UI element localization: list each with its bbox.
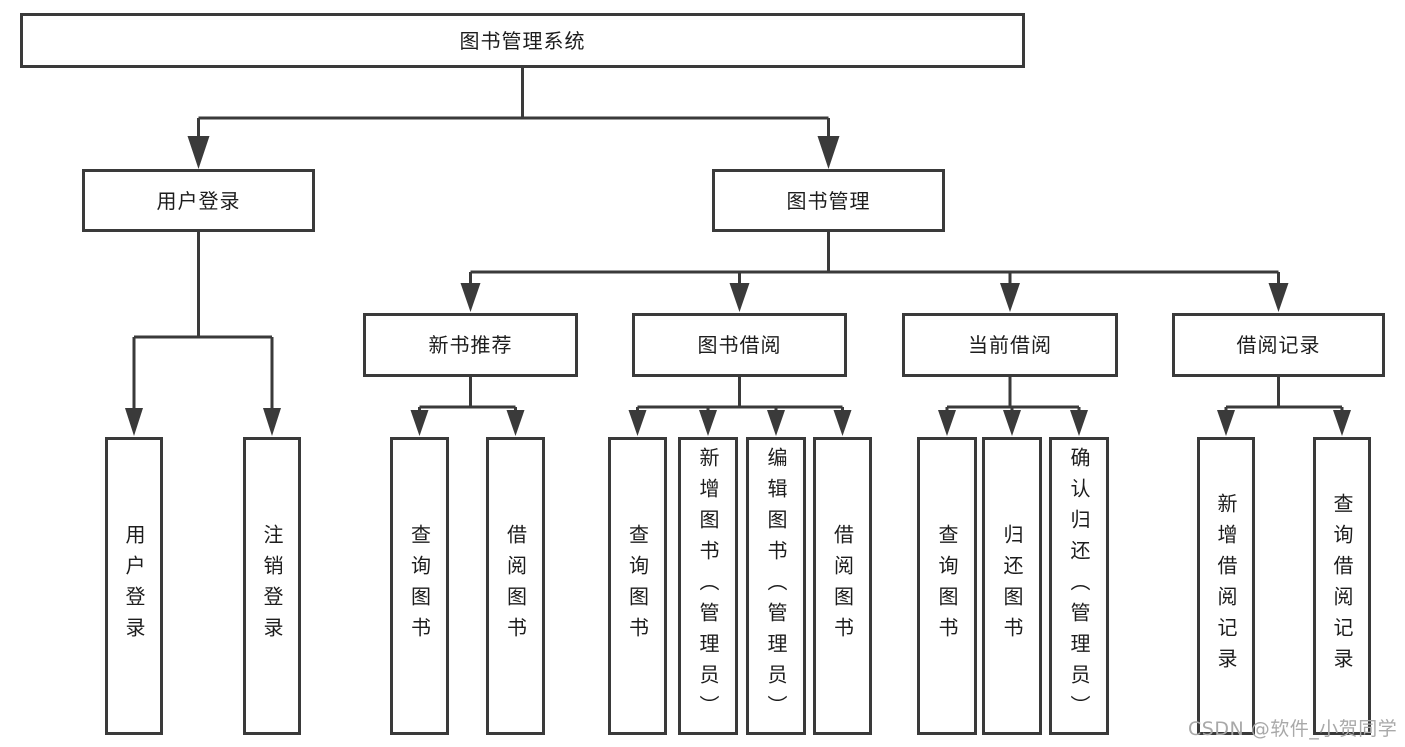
- leaf-br-add-record: 新增借阅记录: [1197, 437, 1255, 735]
- node-root: 图书管理系统: [20, 13, 1025, 68]
- leaf-br-query-record: 查询借阅记录: [1313, 437, 1371, 735]
- leaf-bb-edit-book-admin: 编辑图书（管理员）: [746, 437, 806, 735]
- leaf-rec-borrow-book-label: 借阅图书: [503, 524, 528, 648]
- node-current-borrow: 当前借阅: [902, 313, 1118, 377]
- leaf-login-user-label: 用户登录: [122, 524, 146, 648]
- arrow-icon: [699, 410, 717, 436]
- arrow-icon: [833, 410, 852, 436]
- arrow-icon: [1333, 410, 1351, 436]
- node-borrow-records-label: 借阅记录: [1236, 333, 1321, 357]
- arrow-icon: [1000, 283, 1020, 312]
- arrow-icon: [628, 410, 647, 436]
- node-new-book-recommend-label: 新书推荐: [428, 333, 513, 357]
- arrow-icon: [729, 283, 750, 312]
- arrow-icon: [1217, 410, 1235, 436]
- leaf-bb-edit-book-admin-label: 编辑图书（管理员）: [764, 446, 788, 726]
- leaf-cb-query-book: 查询图书: [917, 437, 977, 735]
- arrow-icon: [938, 410, 956, 436]
- leaf-cb-return-book-label: 归还图书: [1000, 524, 1024, 648]
- leaf-bb-query-book-label: 查询图书: [625, 524, 650, 648]
- node-book-borrow: 图书借阅: [632, 313, 847, 377]
- edge-root-to-level2: [197, 68, 830, 140]
- leaf-bb-borrow-book: 借阅图书: [813, 437, 872, 735]
- arrow-icon: [1268, 283, 1289, 312]
- edge-currentborrow-to-leaves: [945, 377, 1081, 415]
- leaf-br-query-record-label: 查询借阅记录: [1330, 493, 1354, 679]
- leaf-cb-return-book: 归还图书: [982, 437, 1042, 735]
- leaf-rec-borrow-book: 借阅图书: [486, 437, 545, 735]
- leaf-logout: 注销登录: [243, 437, 301, 735]
- node-user-login-label: 用户登录: [156, 188, 241, 213]
- arrow-icon: [767, 410, 785, 436]
- leaf-bb-add-book-admin-label: 新增图书（管理员）: [696, 446, 720, 726]
- edge-userlogin-to-leaves: [132, 232, 274, 412]
- leaf-bb-query-book: 查询图书: [608, 437, 667, 735]
- node-new-book-recommend: 新书推荐: [363, 313, 578, 377]
- node-borrow-records: 借阅记录: [1172, 313, 1385, 377]
- leaf-bb-borrow-book-label: 借阅图书: [830, 524, 855, 648]
- node-book-management: 图书管理: [712, 169, 945, 232]
- edge-bookmgmt-to-level3: [469, 232, 1280, 286]
- leaf-cb-confirm-return-admin-label: 确认归还（管理员）: [1067, 446, 1091, 726]
- edge-borrowrecords-to-leaves: [1224, 377, 1344, 415]
- leaf-cb-confirm-return-admin: 确认归还（管理员）: [1049, 437, 1109, 735]
- node-root-label: 图书管理系统: [459, 28, 586, 53]
- csdn-watermark: CSDN @软件_小贺同学: [1188, 718, 1398, 740]
- arrow-icon: [125, 408, 143, 436]
- arrow-icon: [410, 410, 429, 436]
- leaf-logout-label: 注销登录: [260, 524, 284, 648]
- arrow-icon: [187, 136, 210, 169]
- arrow-icon: [817, 136, 840, 169]
- leaf-cb-query-book-label: 查询图书: [935, 524, 959, 648]
- leaf-bb-add-book-admin: 新增图书（管理员）: [678, 437, 738, 735]
- edge-newbookrec-to-leaves: [418, 377, 517, 415]
- leaf-rec-query-book: 查询图书: [390, 437, 449, 735]
- arrow-icon: [263, 408, 281, 436]
- edge-bookborrow-to-leaves: [636, 377, 844, 415]
- leaf-br-add-record-label: 新增借阅记录: [1214, 493, 1238, 679]
- arrow-icon: [460, 283, 481, 312]
- node-book-management-label: 图书管理: [786, 188, 871, 213]
- leaf-rec-query-book-label: 查询图书: [407, 524, 432, 648]
- node-book-borrow-label: 图书借阅: [697, 333, 782, 357]
- node-current-borrow-label: 当前借阅: [968, 333, 1052, 357]
- node-user-login: 用户登录: [82, 169, 315, 232]
- arrow-icon: [1003, 410, 1021, 436]
- leaf-login-user: 用户登录: [105, 437, 163, 735]
- arrow-icon: [1070, 410, 1088, 436]
- arrow-icon: [506, 410, 525, 436]
